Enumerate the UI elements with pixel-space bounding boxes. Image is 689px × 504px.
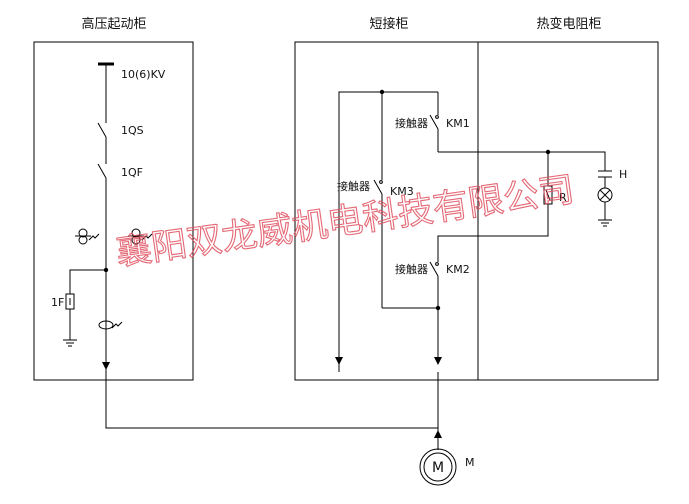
arrow-up-icon	[434, 430, 442, 438]
arrow-down-icon	[335, 357, 343, 365]
motor-symbol: M	[432, 460, 444, 476]
indicator-lamp-h-icon	[597, 187, 613, 203]
motor-icon	[419, 448, 457, 486]
motor-label: M	[465, 456, 475, 469]
cabinet-left-title: 高压起动柜	[81, 16, 146, 32]
resistor-label: R	[559, 191, 567, 204]
km2-label: KM2	[446, 263, 470, 276]
supply-label: 10(6)KV	[121, 68, 166, 81]
km3-contactor-word: 接触器	[337, 179, 370, 193]
current-transformer-icon	[128, 228, 153, 245]
lamp-label: H	[619, 168, 627, 181]
current-transformer-icon	[75, 228, 100, 245]
contactor-km1-blade	[429, 114, 439, 130]
contactor-km3-blade	[373, 179, 383, 195]
cable-to-motor	[105, 372, 438, 429]
breaker-1qf-blade	[97, 163, 107, 179]
cabinet-left-frame	[33, 41, 194, 381]
resistor-return-wire	[437, 204, 549, 262]
km3-label: KM3	[390, 185, 414, 198]
cabinet-right-title: 热变电阻柜	[536, 16, 601, 32]
zero-sequence-ct-icon	[98, 320, 123, 330]
km1-label: KM1	[446, 117, 470, 130]
km1-contactor-word: 接触器	[395, 116, 428, 130]
arrow-down-icon	[434, 357, 442, 365]
contactor-km2-blade	[429, 261, 439, 277]
arrester-branch-wire	[69, 269, 106, 294]
thermal-resistor-r-icon	[543, 185, 553, 205]
shorting-bus-left	[338, 91, 438, 365]
breaker-label: 1QF	[121, 166, 143, 179]
isolator-1qs-blade	[97, 122, 107, 138]
km2-contactor-word: 接触器	[395, 262, 428, 276]
cabinet-middle-title: 短接柜	[369, 16, 408, 32]
cabinet-right-frame	[477, 41, 659, 381]
isolator-label: 1QS	[121, 124, 144, 137]
arrester-label: 1F	[51, 296, 64, 309]
junction-dot	[435, 305, 441, 311]
lamp-branch-wire	[548, 151, 606, 171]
ground-icon	[63, 339, 77, 347]
arrow-down-icon	[102, 362, 110, 370]
ground-icon	[598, 219, 612, 227]
